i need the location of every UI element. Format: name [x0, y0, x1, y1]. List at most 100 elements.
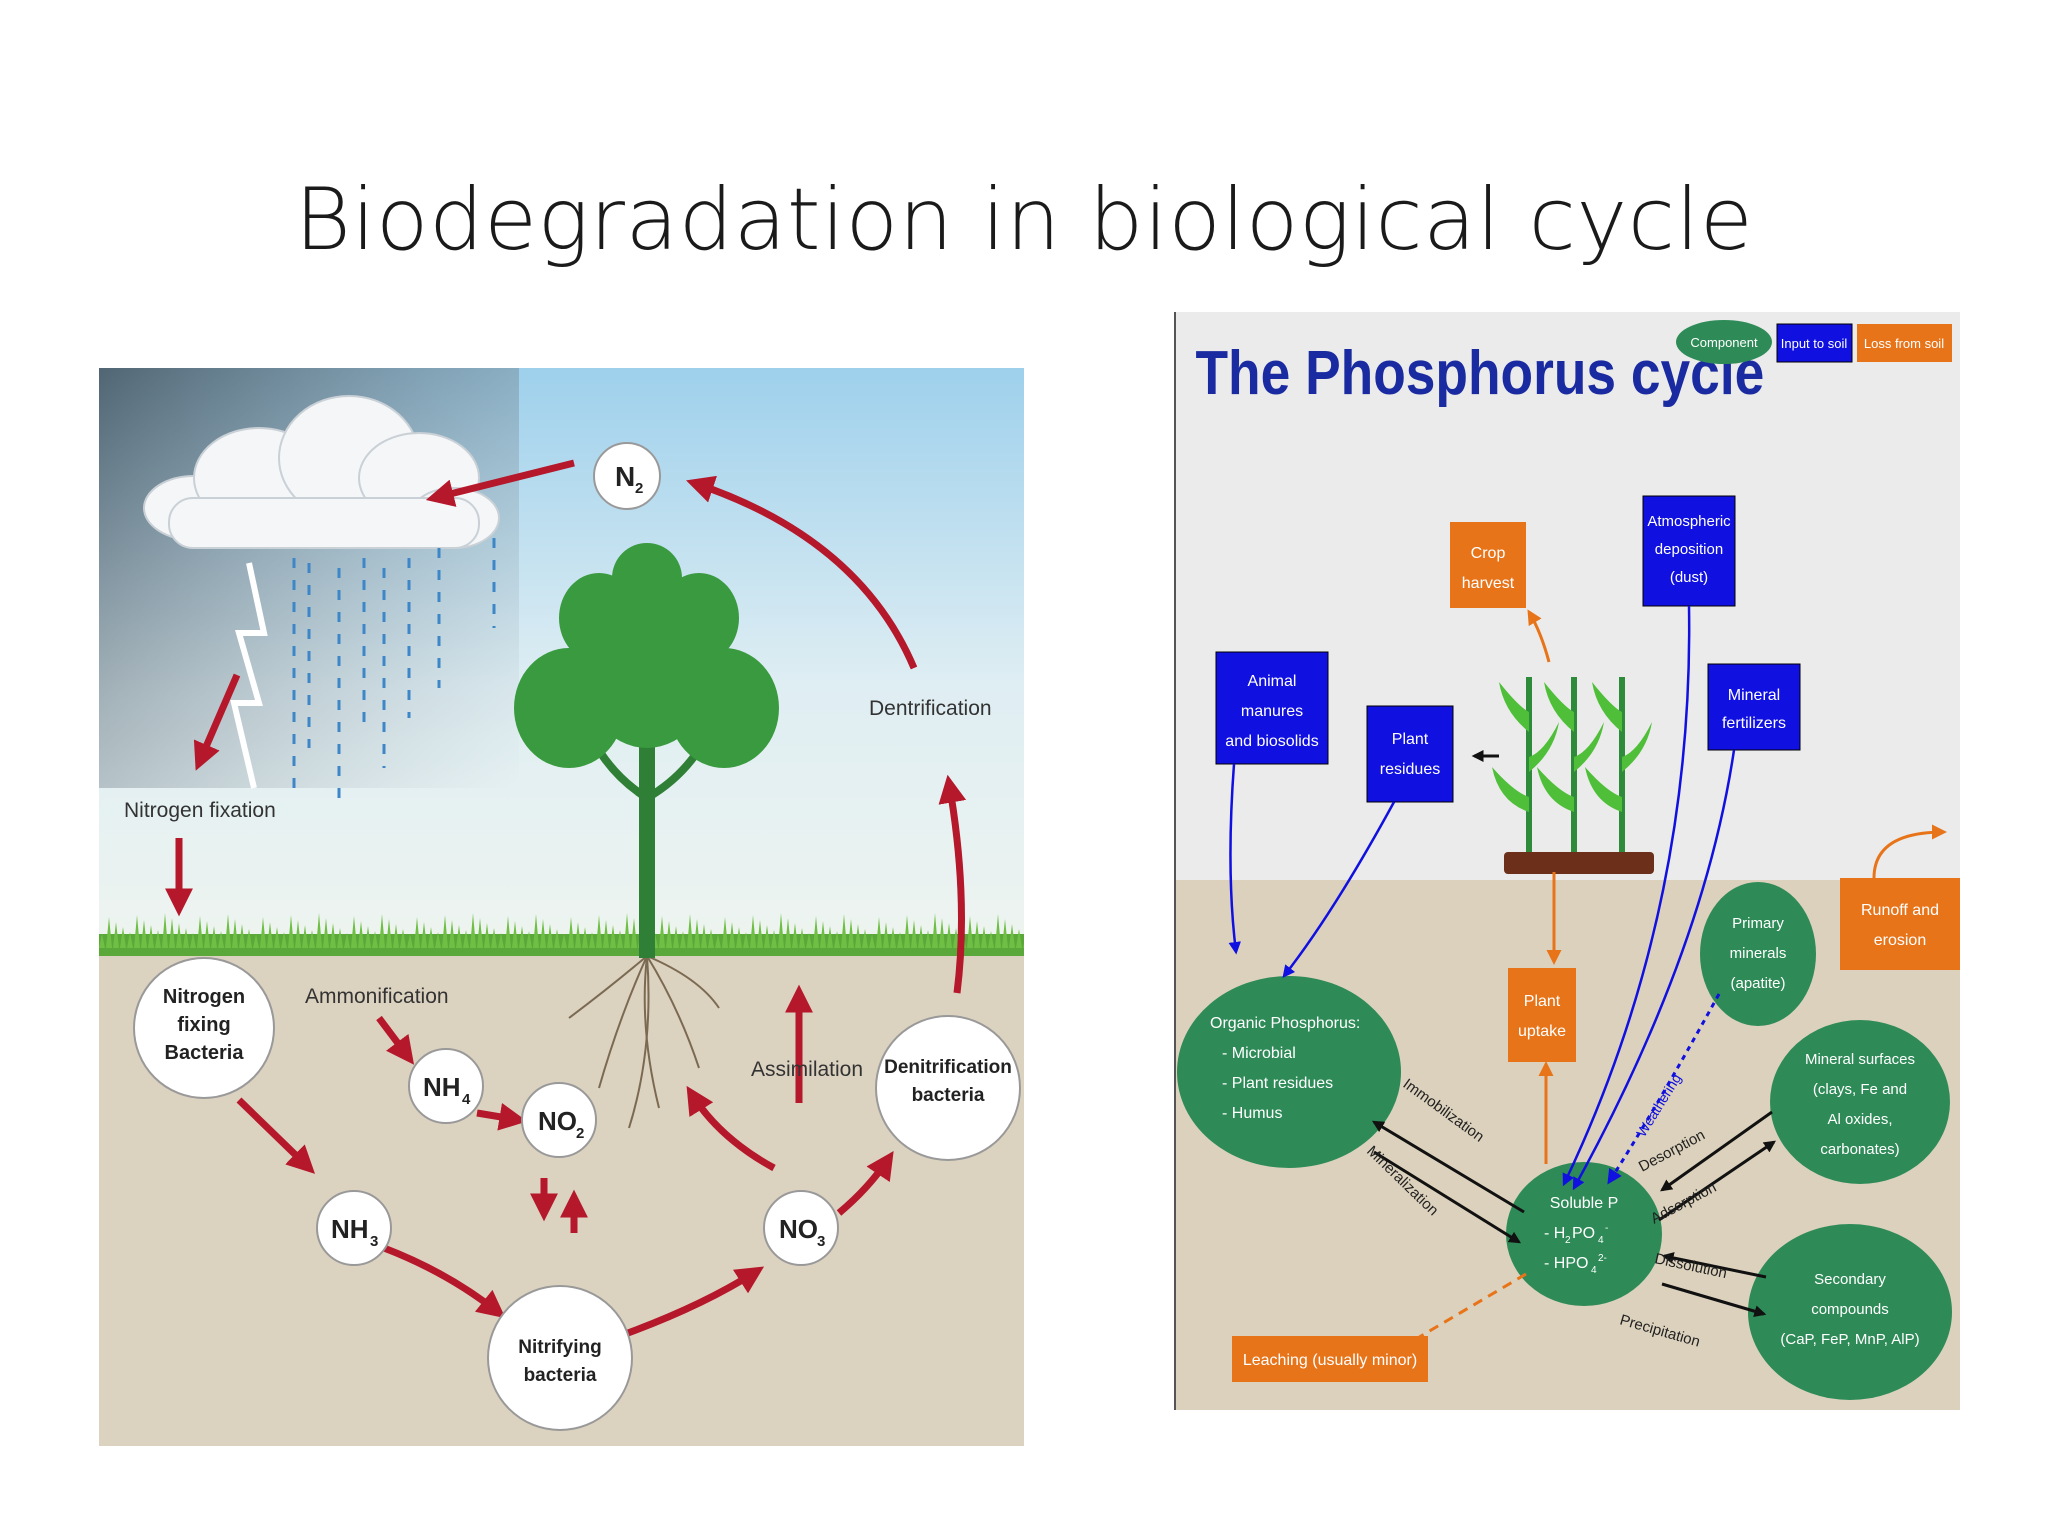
- svg-text:NH: NH: [331, 1214, 369, 1244]
- svg-text:NH: NH: [423, 1072, 461, 1102]
- svg-text:Component: Component: [1690, 335, 1758, 350]
- lightning-icon: [230, 562, 268, 789]
- phosphorus-title: The Phosphorus cycle: [1196, 339, 1765, 408]
- arrow-denitrif-up: [938, 774, 967, 994]
- cycle-arrows: [165, 459, 967, 1342]
- svg-text:Plant: Plant: [1392, 731, 1429, 748]
- svg-text:3: 3: [817, 1233, 825, 1250]
- crop-plants-icon: [1492, 677, 1654, 874]
- svg-text:manures: manures: [1241, 703, 1303, 720]
- arrow-nh3-to-nitrifying: [382, 1244, 506, 1319]
- svg-text:PO: PO: [1572, 1225, 1595, 1242]
- node-nh4: NH 4: [408, 1048, 484, 1124]
- svg-text:Organic Phosphorus:: Organic Phosphorus:: [1210, 1015, 1360, 1032]
- arrow-ammonification-to-nh4: [376, 1015, 415, 1065]
- cloud-icon: [143, 395, 500, 549]
- arrow-no3-to-denitrif: [836, 1151, 894, 1216]
- svg-text:4: 4: [462, 1091, 471, 1108]
- arrow-nh4-to-no2: [476, 1102, 528, 1131]
- input-atmospheric-deposition: Atmospheric deposition (dust): [1642, 495, 1736, 607]
- svg-text:2: 2: [635, 480, 643, 497]
- arrow-n2-to-cloud: [425, 459, 575, 507]
- component-mineral-surfaces: Mineral surfaces (clays, Fe and Al oxide…: [1770, 1020, 1950, 1184]
- svg-text:(dust): (dust): [1670, 569, 1708, 586]
- svg-text:Leaching (usually minor): Leaching (usually minor): [1243, 1352, 1417, 1369]
- grass-strip: [99, 913, 1024, 956]
- svg-text:NO: NO: [538, 1106, 577, 1136]
- legend: Component Input to soil Loss from soil: [1676, 320, 1952, 364]
- node-denitrification-bacteria: Denitrification bacteria: [875, 1015, 1021, 1161]
- svg-text:Loss from soil: Loss from soil: [1864, 336, 1944, 351]
- input-arrows: [1228, 605, 1736, 1191]
- component-primary-minerals: Primary minerals (apatite): [1700, 882, 1816, 1026]
- loss-crop-harvest: Crop harvest: [1450, 522, 1526, 608]
- svg-text:Primary: Primary: [1732, 915, 1784, 932]
- svg-text:Atmospheric: Atmospheric: [1647, 513, 1731, 530]
- input-plant-residues: Plant residues: [1366, 705, 1454, 803]
- svg-text:- HPO: - HPO: [1544, 1255, 1588, 1272]
- svg-text:4: 4: [1598, 1235, 1604, 1246]
- svg-text:(clays, Fe and: (clays, Fe and: [1813, 1081, 1907, 1098]
- arrow-lightning-fixation: [193, 673, 241, 771]
- arrow-denitrif-to-n2: [686, 475, 918, 670]
- svg-text:uptake: uptake: [1518, 1023, 1566, 1040]
- svg-text:-: -: [1605, 1223, 1608, 1234]
- svg-text:Al oxides,: Al oxides,: [1827, 1111, 1892, 1128]
- component-soluble-p: Soluble P - H 2 PO 4 - - HPO 4 2-: [1506, 1162, 1662, 1306]
- svg-text:- Microbial: - Microbial: [1222, 1045, 1296, 1062]
- svg-text:Input to soil: Input to soil: [1781, 336, 1848, 351]
- svg-text:2-: 2-: [1598, 1253, 1607, 1264]
- svg-text:- Plant residues: - Plant residues: [1222, 1075, 1333, 1092]
- svg-text:2: 2: [1565, 1235, 1571, 1246]
- loss-plant-uptake: Plant uptake: [1508, 968, 1576, 1062]
- node-no3: NO 3: [763, 1190, 839, 1266]
- exchange-arrows: [1371, 1110, 1776, 1318]
- svg-text:bacteria: bacteria: [524, 1365, 597, 1386]
- svg-text:erosion: erosion: [1874, 932, 1926, 949]
- svg-text:Crop: Crop: [1471, 545, 1506, 562]
- svg-text:Animal: Animal: [1248, 673, 1297, 690]
- svg-text:Runoff and: Runoff and: [1861, 902, 1939, 919]
- svg-text:deposition: deposition: [1655, 541, 1723, 558]
- input-mineral-fertilizers: Mineral fertilizers: [1707, 663, 1801, 751]
- loss-leaching: Leaching (usually minor): [1232, 1336, 1428, 1382]
- air-background: [1174, 312, 1960, 880]
- weathering-arrow: [1607, 993, 1721, 1185]
- svg-text:and biosolids: and biosolids: [1225, 733, 1318, 750]
- svg-text:Soluble P: Soluble P: [1550, 1195, 1619, 1212]
- arrow-nitrifying-to-no3: [612, 1266, 765, 1342]
- component-secondary-compounds: Secondary compounds (CaP, FeP, MnP, AlP): [1748, 1224, 1952, 1400]
- svg-text:Bacteria: Bacteria: [165, 1042, 245, 1064]
- svg-text:Plant: Plant: [1524, 993, 1561, 1010]
- svg-text:fertilizers: fertilizers: [1722, 715, 1786, 732]
- tree-icon: [514, 543, 779, 1129]
- node-nitrogen-fixing-bacteria: Nitrogen fixing Bacteria: [133, 957, 275, 1099]
- svg-text:2: 2: [576, 1125, 584, 1142]
- svg-text:fixing: fixing: [177, 1014, 230, 1036]
- component-organic-phosphorus: Organic Phosphorus: - Microbial - Plant …: [1177, 976, 1401, 1168]
- nitrogen-cycle-diagram: N 2 Nitrogen fixing Bacteria NH 3 NH 4 N…: [99, 368, 1024, 1446]
- svg-text:compounds: compounds: [1811, 1301, 1889, 1318]
- svg-text:NO: NO: [779, 1214, 818, 1244]
- arrow-bacteria-to-nh3: [236, 1097, 316, 1174]
- svg-text:Mineral: Mineral: [1728, 687, 1780, 704]
- svg-text:Mineral surfaces: Mineral surfaces: [1805, 1051, 1915, 1068]
- svg-text:- Humus: - Humus: [1222, 1105, 1282, 1122]
- svg-text:Secondary: Secondary: [1814, 1271, 1886, 1288]
- label-dentrification: Dentrification: [869, 697, 992, 720]
- svg-text:- H: - H: [1544, 1225, 1565, 1242]
- phosphorus-cycle-diagram: The Phosphorus cycle Component Input to …: [1174, 312, 1960, 1410]
- svg-text:(apatite): (apatite): [1730, 975, 1785, 992]
- svg-text:4: 4: [1591, 1265, 1597, 1276]
- node-nitrifying-bacteria: Nitrifying bacteria: [487, 1285, 633, 1431]
- node-n2: N 2: [593, 442, 661, 510]
- label-ammonification: Ammonification: [305, 985, 449, 1008]
- node-no2: NO 2: [521, 1082, 597, 1158]
- input-animal-manures: Animal manures and biosolids: [1215, 651, 1329, 765]
- slide-title: Biodegradation in biological cycle: [294, 170, 1754, 270]
- loss-arrows: [1527, 609, 1947, 1164]
- leaching-arrow: [1391, 1272, 1527, 1354]
- label-nitrogen-fixation: Nitrogen fixation: [124, 799, 276, 822]
- loss-runoff-erosion: Runoff and erosion: [1840, 878, 1960, 970]
- label-assimilation: Assimilation: [751, 1058, 863, 1081]
